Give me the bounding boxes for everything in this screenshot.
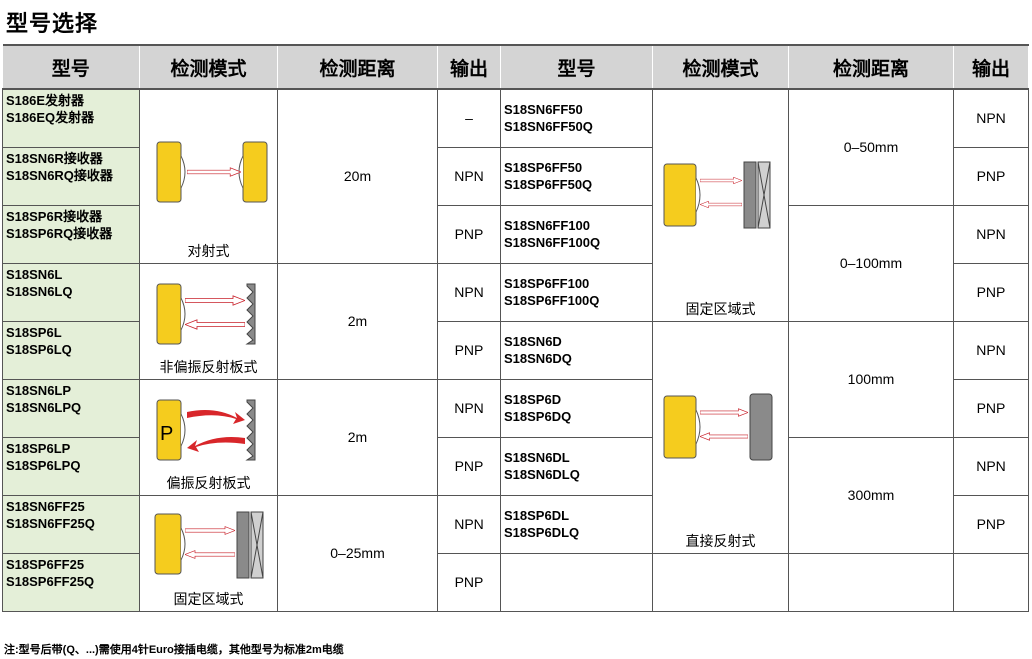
output-cell: PNP [953, 378, 1029, 438]
distance-cell: 20m [277, 88, 438, 264]
model-cell: S18SP6FF25 S18SP6FF25Q [2, 552, 140, 612]
distance-cell: 0–50mm [788, 88, 954, 206]
output-cell: – [437, 88, 501, 148]
distance-cell: 2m [277, 262, 438, 380]
distance-cell: 0–100mm [788, 204, 954, 322]
mode-label: 直接反射式 [685, 532, 756, 549]
table-row: S18SN6LP S18SN6LPQ P 偏振反射板式 2m NPN S18SP… [2, 378, 1029, 496]
model-cell: S18SN6FF50 S18SN6FF50Q [500, 88, 653, 148]
table-row: S18SN6R接收器 S18SN6RQ接收器 NPN S18SP6FF50 S1… [2, 146, 1029, 206]
polarized-marker: P [160, 423, 173, 445]
table-row: S18SN6FF25 S18SN6FF25Q 固定区域式 0–25mm NPN … [2, 494, 1029, 612]
empty-cell [788, 552, 954, 612]
fixed-field-diagram-icon [663, 161, 770, 229]
mode-label: 非偏振反射板式 [159, 358, 258, 375]
output-cell: PNP [437, 320, 501, 380]
header-model: 型号 [2, 44, 140, 90]
output-cell: NPN [953, 88, 1029, 148]
output-cell: NPN [437, 146, 501, 206]
mode-cell-polarized: P 偏振反射板式 [139, 378, 278, 496]
mode-cell-fixed-field: 固定区域式 [652, 88, 789, 322]
table-row: S18SN6L S18SN6LQ 非偏振反射板式 2m NPN S18SP6FF… [2, 262, 1029, 380]
page-title: 型号选择 [6, 11, 99, 36]
header-distance: 检测距离 [277, 44, 438, 90]
diffuse-mode-diagram-icon [663, 393, 772, 460]
model-cell: S18SN6FF100 S18SN6FF100Q [500, 204, 653, 264]
header-mode-2: 检测模式 [652, 44, 789, 90]
mode-cell-diffuse: 直接反射式 [652, 320, 789, 554]
table-row: S186E发射器 S186EQ发射器 对射式 20m – S18SN6FF50 … [2, 88, 1029, 322]
table-row: S18SP6FF25 S18SP6FF25Q PNP [2, 552, 1029, 612]
model-cell: S18SP6FF50 S18SP6FF50Q [500, 146, 653, 206]
output-cell: PNP [953, 146, 1029, 206]
model-selection-table: 型号 检测模式 检测距离 输出 型号 检测模式 检测距离 输出 S186E发射器… [2, 44, 1029, 612]
empty-cell [953, 552, 1029, 612]
output-cell: PNP [437, 552, 501, 612]
opposed-mode-diagram-icon [156, 141, 267, 203]
mode-label: 对射式 [187, 242, 230, 259]
output-cell: NPN [437, 378, 501, 438]
header-mode: 检测模式 [139, 44, 278, 90]
mode-label: 固定区域式 [685, 300, 756, 317]
model-cell: S18SN6LP S18SN6LPQ [2, 378, 140, 438]
model-cell: S18SN6L S18SN6LQ [2, 262, 140, 322]
output-cell: PNP [953, 494, 1029, 554]
output-cell: PNP [437, 204, 501, 264]
header-output-2: 输出 [953, 44, 1029, 90]
model-cell: S18SP6LP S18SP6LPQ [2, 436, 140, 496]
output-cell: PNP [437, 436, 501, 496]
model-cell: S18SP6D S18SP6DQ [500, 378, 653, 438]
output-cell: NPN [953, 320, 1029, 380]
model-cell: S18SN6R接收器 S18SN6RQ接收器 [2, 146, 140, 206]
mode-label: 固定区域式 [173, 590, 244, 607]
distance-cell: 100mm [788, 320, 954, 438]
model-cell: S186E发射器 S186EQ发射器 [2, 88, 140, 148]
distance-cell: 300mm [788, 436, 954, 554]
header-output: 输出 [437, 44, 501, 90]
empty-cell [652, 552, 789, 612]
model-cell: S18SP6DL S18SP6DLQ [500, 494, 653, 554]
model-cell: S18SP6FF100 S18SP6FF100Q [500, 262, 653, 322]
model-cell: S18SP6R接收器 S18SP6RQ接收器 [2, 204, 140, 264]
distance-cell: 0–25mm [277, 494, 438, 612]
header-model-2: 型号 [500, 44, 653, 90]
mode-cell-retro: 非偏振反射板式 [139, 262, 278, 380]
polarized-retro-diagram-icon: P [156, 399, 255, 460]
model-cell: S18SN6D S18SN6DQ [500, 320, 653, 380]
fixed-field-diagram-icon [154, 511, 263, 578]
table-row: S18SP6LP S18SP6LPQ PNP S18SN6DL S18SN6DL… [2, 436, 1029, 554]
model-cell: S18SN6DL S18SN6DLQ [500, 436, 653, 496]
model-cell: S18SN6FF25 S18SN6FF25Q [2, 494, 140, 554]
empty-cell [500, 552, 653, 612]
output-cell: PNP [953, 262, 1029, 322]
footnote: 注:型号后带(Q、...)需使用4针Euro接插电缆，其他型号为标准2m电缆 [4, 644, 344, 656]
mode-cell-opposed: 对射式 [139, 88, 278, 264]
table-row: S18SP6R接收器 S18SP6RQ接收器 PNP S18SN6FF100 S… [2, 204, 1029, 322]
mode-cell-fixed-field-left: 固定区域式 [139, 494, 278, 612]
output-cell: NPN [437, 494, 501, 554]
output-cell: NPN [953, 204, 1029, 264]
output-cell: NPN [437, 262, 501, 322]
distance-cell: 2m [277, 378, 438, 496]
mode-label: 偏振反射板式 [166, 474, 251, 491]
header-distance-2: 检测距离 [788, 44, 954, 90]
output-cell: NPN [953, 436, 1029, 496]
retroreflective-diagram-icon [156, 283, 255, 344]
model-cell: S18SP6L S18SP6LQ [2, 320, 140, 380]
